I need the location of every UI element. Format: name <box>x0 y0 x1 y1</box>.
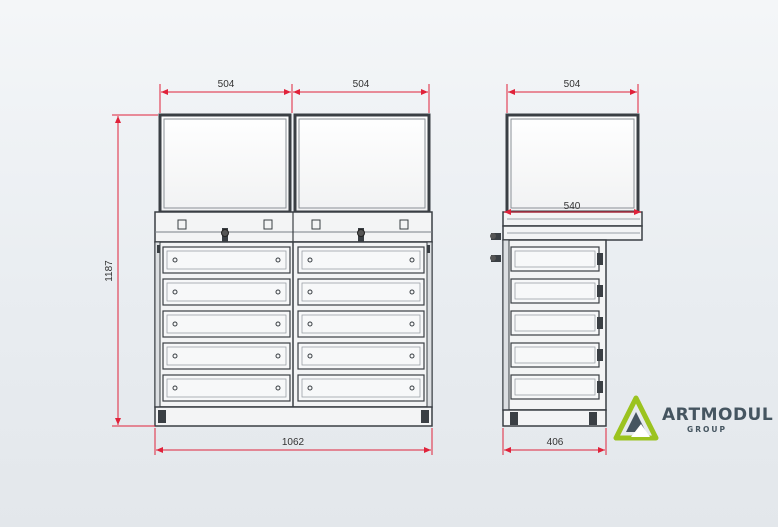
drawer <box>162 342 291 370</box>
front-counter-band <box>154 211 433 243</box>
front-glass-right <box>293 113 431 214</box>
drawer <box>162 310 291 338</box>
knob-icon <box>275 289 281 295</box>
knob-icon <box>409 257 415 263</box>
knob-icon <box>409 353 415 359</box>
knob-icon <box>275 353 281 359</box>
side-view <box>490 113 643 427</box>
front-glass-left <box>158 113 292 214</box>
side-drawer <box>510 342 603 368</box>
knob-icon <box>307 353 313 359</box>
side-drawer <box>510 374 603 400</box>
knob-icon <box>307 257 313 263</box>
drawer <box>297 246 425 274</box>
drawer <box>162 278 291 306</box>
dim-total-width: 1062 <box>282 437 305 448</box>
handle-icon <box>597 381 603 393</box>
side-glass <box>505 113 640 214</box>
knob-icon <box>275 321 281 327</box>
knob-icon <box>275 257 281 263</box>
dimension-lines <box>112 84 641 455</box>
side-drawer <box>510 278 603 304</box>
dim-side-top-width: 504 <box>564 79 581 90</box>
lock-icon <box>490 255 501 262</box>
drawer <box>297 310 425 338</box>
handle-icon <box>597 349 603 361</box>
lock-icon <box>357 228 365 242</box>
side-drawer <box>510 246 603 272</box>
knob-icon <box>172 321 178 327</box>
dim-top-right-width: 504 <box>353 79 370 90</box>
knob-icon <box>172 353 178 359</box>
side-drawer <box>510 310 603 336</box>
front-drawers <box>162 246 425 402</box>
side-drawers <box>510 246 603 400</box>
dim-top-left-width: 504 <box>218 79 235 90</box>
handle-icon <box>597 253 603 265</box>
brand-sub: GROUP <box>687 425 727 434</box>
drawer <box>297 342 425 370</box>
knob-icon <box>409 385 415 391</box>
dim-side-base-depth: 406 <box>547 437 564 448</box>
knob-icon <box>409 289 415 295</box>
dim-total-height: 1187 <box>104 260 115 282</box>
drawer <box>162 246 291 274</box>
drawer <box>162 374 291 402</box>
front-view <box>154 113 433 427</box>
dimension-labels: 504 504 504 540 1187 1062 406 <box>104 79 581 448</box>
knob-icon <box>307 385 313 391</box>
knob-icon <box>409 321 415 327</box>
drawer <box>297 374 425 402</box>
artmodul-triangle-logo-icon <box>613 395 659 441</box>
knob-icon <box>172 257 178 263</box>
lock-icon <box>490 233 501 240</box>
dim-side-counter-depth: 540 <box>564 201 581 212</box>
knob-icon <box>172 289 178 295</box>
brand-name: ARTMODUL <box>662 405 773 425</box>
knob-icon <box>307 321 313 327</box>
handle-icon <box>597 317 603 329</box>
knob-icon <box>172 385 178 391</box>
knob-icon <box>275 385 281 391</box>
side-counter <box>502 211 643 241</box>
lock-icon <box>221 228 229 242</box>
handle-icon <box>597 285 603 297</box>
drawer <box>297 278 425 306</box>
front-plinth <box>154 406 433 427</box>
brand-logo: ARTMODUL GROUP <box>613 395 773 441</box>
knob-icon <box>307 289 313 295</box>
